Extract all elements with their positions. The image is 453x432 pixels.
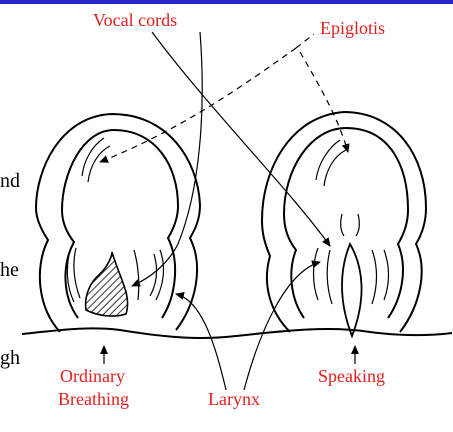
- label-larynx: Larynx: [208, 389, 260, 410]
- speaking-inner-contour: [284, 128, 408, 318]
- label-epiglotis: Epiglotis: [320, 18, 385, 39]
- larynx-breathing: [36, 114, 200, 332]
- label-breathing: Breathing: [58, 389, 129, 410]
- ground-line: [22, 328, 452, 338]
- leader-larynx-left: [176, 294, 226, 390]
- leader-larynx-right: [244, 262, 320, 390]
- breathing-glottis: [86, 252, 128, 316]
- label-speaking: Speaking: [318, 366, 385, 387]
- cropped-text-1: nd: [0, 170, 20, 192]
- cropped-text-2: he: [0, 259, 19, 281]
- larynx-speaking: [262, 112, 426, 336]
- cropped-text-3: gh: [0, 347, 20, 369]
- leader-epiglotis-right: [300, 52, 348, 152]
- leader-vocal-cords-right: [152, 32, 330, 246]
- leader-vocal-cords-left: [132, 32, 202, 286]
- leader-epiglotis-left: [100, 48, 296, 162]
- leader-epiglotis-link: [296, 34, 314, 48]
- speaking-outer-contour: [262, 112, 426, 332]
- speaking-vocal-folds: [342, 244, 362, 336]
- label-vocal-cords: Vocal cords: [93, 10, 177, 31]
- label-ordinary: Ordinary: [60, 366, 125, 387]
